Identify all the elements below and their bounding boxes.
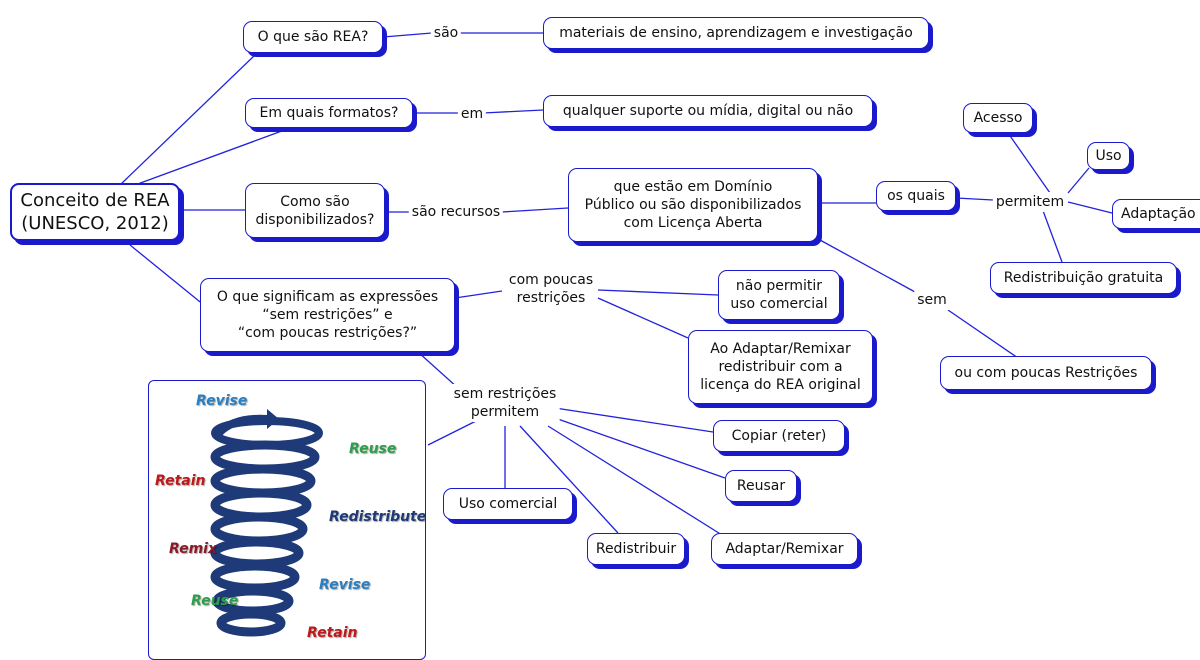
nao-comercial-node[interactable]: não permitir uso comercial bbox=[718, 270, 840, 320]
uso-comercial-node[interactable]: Uso comercial bbox=[443, 488, 573, 520]
link-label-sao: são bbox=[430, 23, 462, 43]
spiral-label-retain-bottom: Retain bbox=[307, 625, 358, 641]
answer-public-domain-node[interactable]: que estão em Domínio Público ou são disp… bbox=[568, 168, 818, 242]
acesso-node[interactable]: Acesso bbox=[963, 103, 1033, 133]
spiral-label-redistribute: Redistribute bbox=[329, 509, 426, 525]
uso-node[interactable]: Uso bbox=[1087, 142, 1130, 170]
reusar-node[interactable]: Reusar bbox=[725, 470, 797, 502]
answer-support-node[interactable]: qualquer suporte ou mídia, digital ou nã… bbox=[543, 95, 873, 127]
answer-materials-node[interactable]: materiais de ensino, aprendizagem e inve… bbox=[543, 17, 929, 49]
copiar-node[interactable]: Copiar (reter) bbox=[713, 420, 845, 452]
link-label-sem: sem bbox=[914, 290, 950, 310]
link-label-em: em bbox=[457, 104, 487, 124]
os-quais-node[interactable]: os quais bbox=[876, 181, 956, 211]
question-formats-node[interactable]: Em quais formatos? bbox=[245, 98, 413, 128]
adaptar-redistribuir-node[interactable]: Ao Adaptar/Remixar redistribuir com a li… bbox=[688, 330, 873, 404]
link-label-sem-restricoes: sem restrições permitem bbox=[450, 384, 560, 422]
spiral-graphic bbox=[210, 409, 323, 637]
poucas-restricoes-node[interactable]: ou com poucas Restrições bbox=[940, 356, 1152, 390]
link-label-permitem: permitem bbox=[992, 192, 1068, 212]
spiral-label-remix: Remix bbox=[169, 541, 217, 557]
spiral-label-retain-top: Retain bbox=[155, 473, 206, 489]
adaptar-remixar-node[interactable]: Adaptar/Remixar bbox=[711, 533, 858, 565]
question-expressions-node[interactable]: O que significam as expressões “sem rest… bbox=[200, 278, 455, 352]
redistribuicao-node[interactable]: Redistribuição gratuita bbox=[990, 262, 1177, 294]
root-concept-node[interactable]: Conceito de REA (UNESCO, 2012) bbox=[10, 183, 180, 241]
spiral-label-revise-bottom: Revise bbox=[319, 577, 371, 593]
spiral-image: Revise Reuse Retain Redistribute Remix R… bbox=[148, 380, 426, 660]
redistribuir-node[interactable]: Redistribuir bbox=[587, 533, 685, 565]
question-what-node[interactable]: O que são REA? bbox=[243, 21, 383, 53]
spiral-label-reuse-bottom: Reuse bbox=[191, 593, 239, 609]
adaptacao-node[interactable]: Adaptação bbox=[1112, 199, 1200, 229]
question-available-node[interactable]: Como são disponibilizados? bbox=[245, 183, 385, 238]
spiral-label-revise-top: Revise bbox=[196, 393, 248, 409]
link-label-com-poucas: com poucas restrições bbox=[505, 270, 597, 308]
spiral-label-reuse-top: Reuse bbox=[349, 441, 397, 457]
link-label-sao-recursos: são recursos bbox=[408, 202, 504, 222]
